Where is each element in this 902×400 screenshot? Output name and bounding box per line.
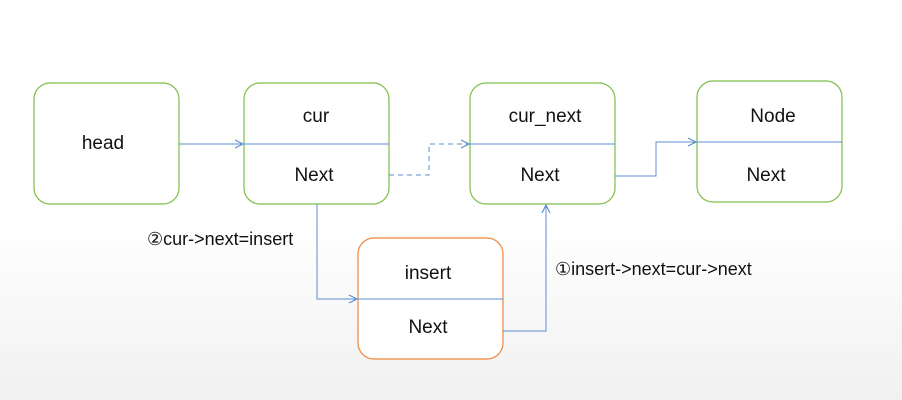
arrow-cur-to-insert [316,204,357,299]
node-cur-next-field: Next [294,165,334,186]
node-insert: insert Next [357,237,504,360]
node-node-next-field: Next [746,165,786,186]
arrow-insert-to-cur-next [503,205,546,332]
node-cur-next: cur_next Next [469,82,616,205]
node-cur-next-next-field: Next [520,165,560,186]
node-cur-label: cur [303,106,330,127]
node-insert-next-field: Next [408,317,448,338]
annotation-step-2: ②cur->next=insert [147,229,293,249]
node-insert-label: insert [405,263,452,284]
arrow-cur-next-to-node [615,142,696,177]
arrow-cur-to-cur-next-dashed [389,144,469,176]
node-cur: cur Next [243,82,390,205]
node-head-label: head [82,133,124,154]
annotation-step-1: ①insert->next=cur->next [555,259,752,279]
node-node: Node Next [696,80,843,203]
node-cur-next-label: cur_next [509,106,583,127]
node-head: head [33,82,180,205]
node-node-label: Node [750,106,795,127]
